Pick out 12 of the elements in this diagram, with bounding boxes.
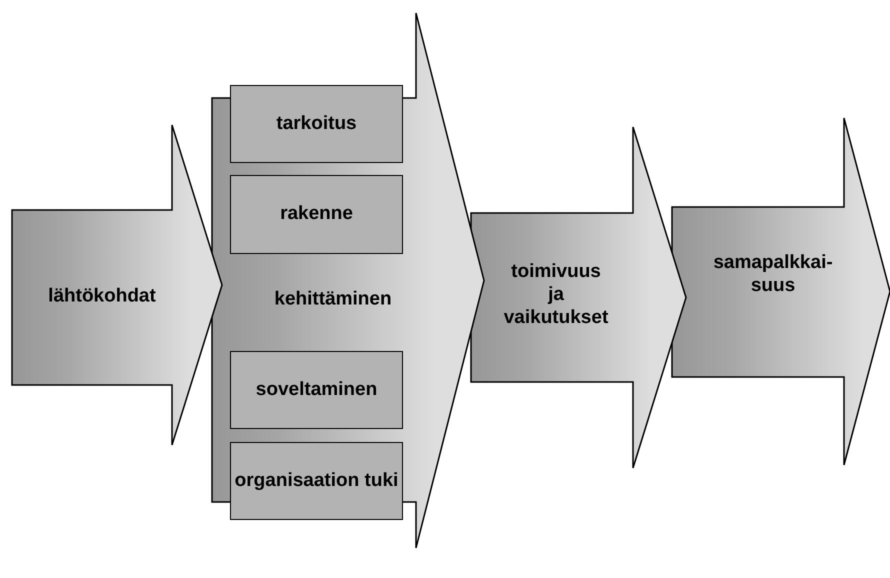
- topic-box: tarkoitus: [230, 85, 403, 163]
- arrow-shape: [471, 127, 686, 468]
- arrow-shape: [672, 118, 890, 465]
- arrow-shape: [12, 125, 222, 445]
- topic-box: rakenne: [230, 175, 403, 254]
- topic-box: soveltaminen: [230, 351, 403, 429]
- arrow-shape: [212, 13, 484, 548]
- arrow-label: samapalkkai-suus: [713, 252, 833, 298]
- arrow-label: kehittäminen: [274, 288, 392, 312]
- arrow-label: toimivuus ja vaikutukset: [504, 260, 608, 330]
- topic-box: organisaation tuki: [230, 442, 403, 520]
- arrow-label: lähtökohdat: [48, 286, 156, 308]
